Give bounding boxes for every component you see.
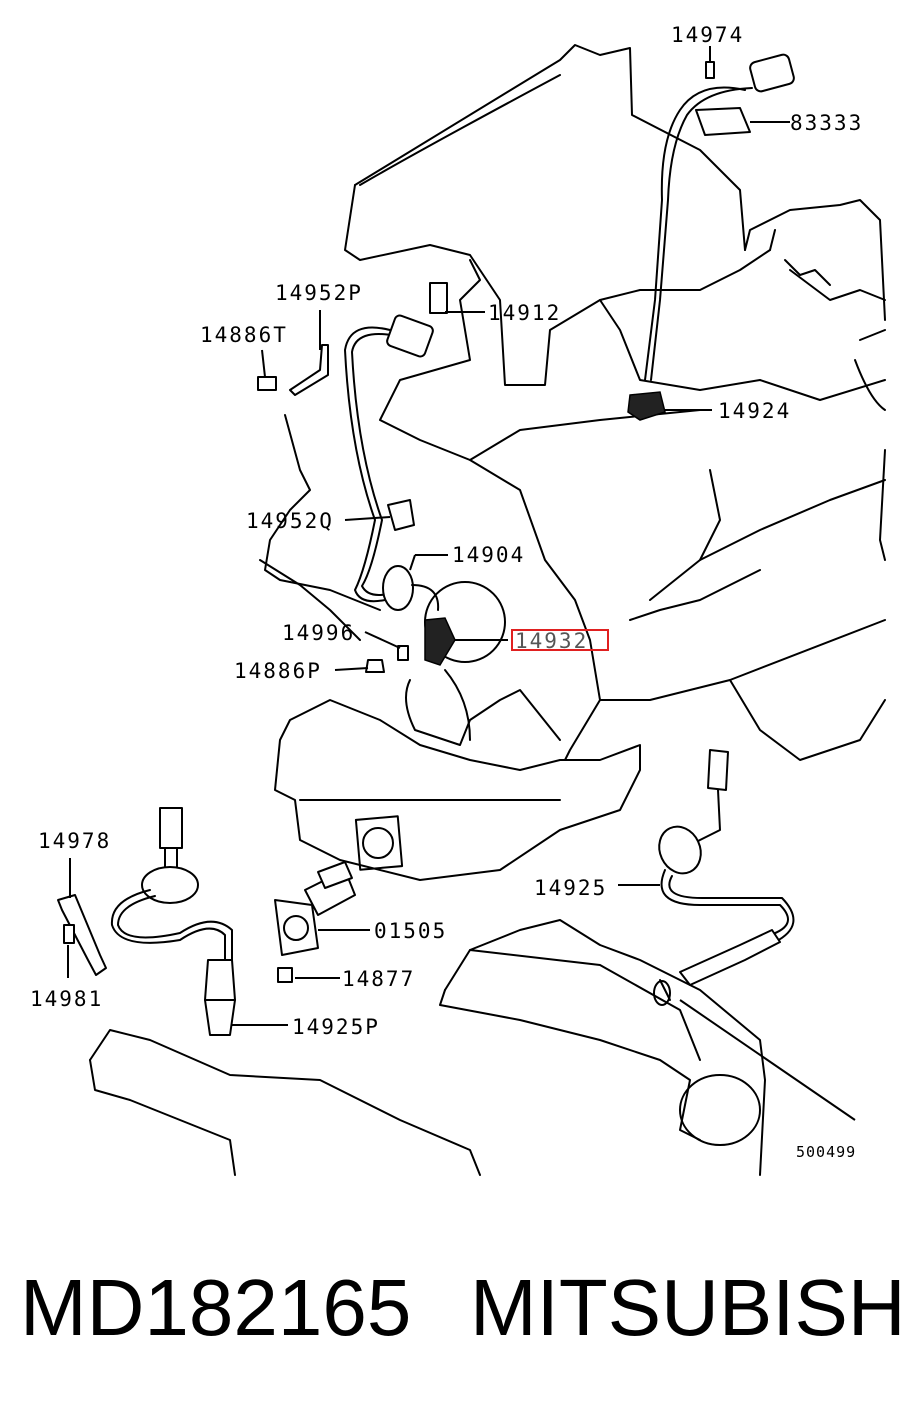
bracket-14952P	[289, 344, 329, 396]
bolt-14981	[63, 924, 75, 944]
callout-14952Q: 14952Q	[246, 509, 334, 533]
exhaust-pipes	[89, 919, 766, 1176]
knock-sensor-harness	[627, 53, 795, 421]
o2-sensor-right	[658, 749, 795, 986]
brand-name: MITSUBISHI	[470, 1263, 909, 1352]
callout-01505: 01505	[374, 919, 447, 943]
diagram-reference-number: 500499	[796, 1143, 856, 1161]
bracket-83333	[695, 107, 751, 136]
callout-labels: 14974 83333 14952P 14912 14886T 14924 14…	[30, 23, 863, 1161]
callout-14981: 14981	[30, 987, 103, 1011]
callout-14886T: 14886T	[200, 323, 288, 347]
engine-block-outline	[259, 44, 886, 881]
bolt-14877	[277, 967, 293, 983]
callout-14924: 14924	[718, 399, 791, 423]
callout-14904: 14904	[452, 543, 525, 567]
callout-14974: 14974	[671, 23, 744, 47]
connector-14912	[386, 314, 434, 358]
cam-sensor-01505	[274, 861, 356, 983]
callout-14877: 14877	[342, 967, 415, 991]
sensor-14924	[627, 391, 666, 421]
connector-14974	[749, 53, 795, 93]
part-caption: MD182165 MITSUBISHI	[0, 1262, 909, 1372]
bracket-14978	[57, 894, 107, 976]
callout-14886P: 14886P	[234, 659, 322, 683]
callout-14932: 14932	[515, 629, 588, 653]
callout-14925P: 14925P	[292, 1015, 380, 1039]
callout-14978: 14978	[38, 829, 111, 853]
callout-14912: 14912	[488, 301, 561, 325]
leader-lines	[67, 46, 856, 1121]
callout-14996: 14996	[282, 621, 355, 645]
bolt-14886T	[257, 376, 277, 391]
highlight-box	[511, 629, 609, 651]
bolt-14886P	[365, 659, 385, 673]
callout-14925: 14925	[534, 876, 607, 900]
bolt-14996	[397, 645, 409, 661]
engine-sensor-illustration: 14974 83333 14952P 14912 14886T 14924 14…	[30, 23, 886, 1176]
callout-14952P: 14952P	[275, 281, 363, 305]
callout-83333: 83333	[790, 111, 863, 135]
parts-diagram: 14974 83333 14952P 14912 14886T 14924 14…	[30, 23, 886, 1176]
part-number: MD182165	[20, 1263, 412, 1352]
o2-sensor-left	[57, 807, 236, 1036]
clip-14952Q	[387, 499, 415, 531]
sensor-14932	[424, 617, 456, 666]
grommet-14904	[382, 565, 414, 611]
